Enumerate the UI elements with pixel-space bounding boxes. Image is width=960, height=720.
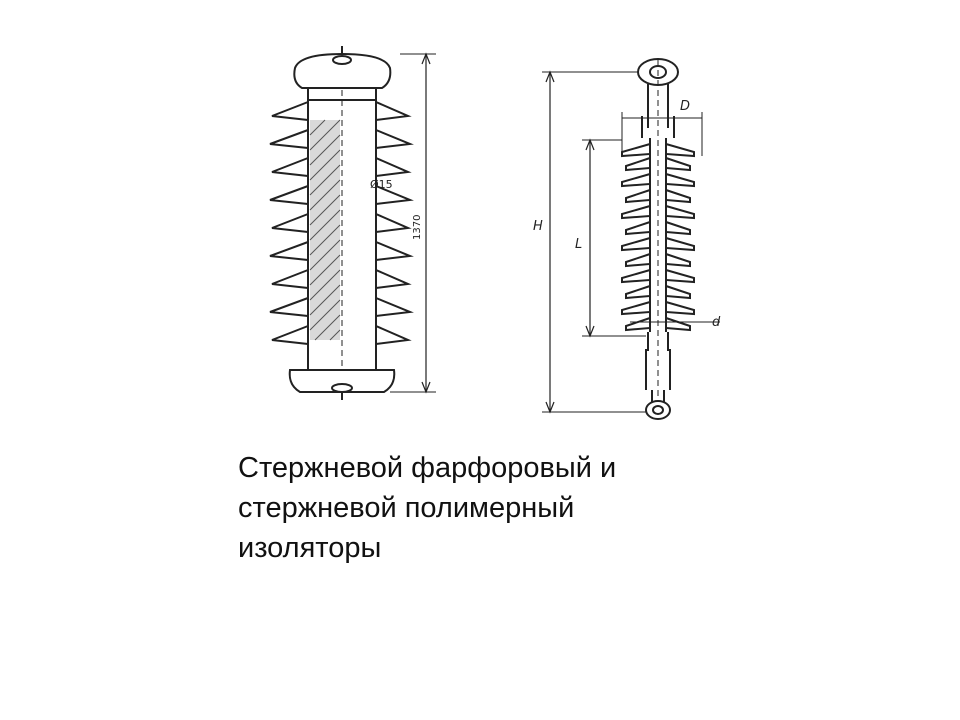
polymer-label-D: D	[680, 99, 690, 114]
caption-line-2: стержневой полимерный	[238, 492, 575, 524]
porcelain-sheds	[269, 100, 414, 346]
porcelain-diameter-label: Ø15	[370, 178, 393, 191]
porcelain-rod-insulator	[269, 46, 436, 400]
polymer-label-d: d	[712, 315, 721, 330]
caption-line-3: изоляторы	[238, 532, 382, 564]
caption-line-1: Стержневой фарфоровый и	[238, 452, 617, 484]
insulators-drawing: Ø15 1370	[269, 46, 721, 420]
polymer-sheds	[621, 142, 695, 332]
polymer-rod-insulator	[542, 58, 720, 420]
polymer-label-L: L	[575, 237, 582, 252]
slide-caption: Стержневой фарфоровый и стержневой полим…	[238, 448, 758, 568]
polymer-label-H: H	[533, 219, 543, 234]
porcelain-height-label: 1370	[412, 215, 423, 240]
